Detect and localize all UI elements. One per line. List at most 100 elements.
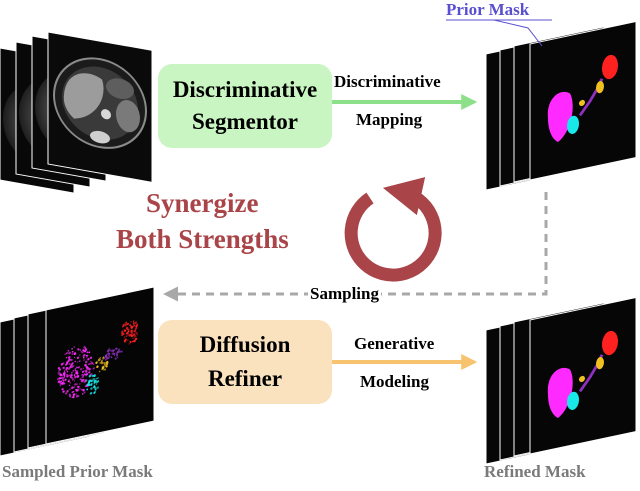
noise-dot (58, 380, 61, 383)
noise-dot (89, 356, 93, 359)
ct-front-slice (47, 31, 153, 183)
noise-dot (70, 358, 73, 362)
prior-mask-callout-line (493, 19, 543, 47)
noise-dot (77, 366, 79, 369)
noise-dot (125, 335, 128, 337)
noise-dot (97, 360, 99, 362)
noise-dot (67, 349, 70, 352)
noise-dot (82, 351, 84, 354)
noise-dot (72, 393, 76, 396)
noise-dot (73, 356, 76, 359)
noise-dot (104, 362, 108, 366)
refined-mask-label: Refined Mask (484, 462, 586, 481)
prior-mask-front-slice (529, 20, 637, 181)
noise-dot (65, 356, 68, 359)
noise-dot (59, 384, 62, 387)
noise-dot (121, 334, 123, 337)
noise-dot (115, 347, 118, 350)
ct-scan-stack (0, 31, 153, 194)
noise-dot (92, 377, 96, 381)
noise-dot (99, 362, 102, 364)
discriminative-mapping-line2: Mapping (356, 110, 423, 129)
noise-dot (123, 336, 126, 339)
noise-dot (85, 369, 88, 372)
noise-dot (79, 383, 81, 385)
noise-dot (88, 375, 91, 378)
noise-dot (82, 374, 85, 377)
noise-dot (61, 387, 64, 391)
sampled-prior-mask-label: Sampled Prior Mask (2, 462, 153, 481)
noise-dot (62, 366, 66, 370)
noise-dot (98, 358, 101, 362)
noise-dot (85, 354, 88, 357)
noise-dot (73, 373, 76, 376)
noise-dot (98, 370, 101, 373)
noise-dot (132, 333, 136, 336)
cycle-icon (344, 177, 442, 282)
noise-dot (103, 357, 106, 360)
noise-dot (106, 360, 109, 363)
noise-dot (123, 329, 127, 332)
noise-dot (63, 382, 66, 385)
noise-dot (132, 322, 135, 325)
noise-dot (63, 370, 66, 372)
diffusion-refiner-line2: Refiner (207, 366, 283, 391)
noise-dot (64, 392, 68, 395)
noise-dot (127, 333, 131, 337)
noise-dot (63, 374, 66, 377)
noise-dot (81, 375, 85, 379)
noise-dot (86, 366, 90, 370)
noise-dot (77, 374, 79, 377)
noise-dot (109, 356, 111, 358)
noise-dot (77, 385, 79, 388)
noise-dot (127, 330, 130, 333)
noise-dot (92, 367, 95, 370)
noise-dot (65, 364, 67, 366)
noise-dot (70, 365, 72, 367)
noise-dot (95, 383, 98, 385)
noise-dot (74, 383, 77, 386)
noise-dot (121, 332, 123, 335)
noise-dot (71, 378, 75, 381)
noise-dot (82, 356, 85, 359)
noise-dot (76, 356, 80, 359)
noise-dot (93, 380, 95, 383)
noise-dot (71, 374, 73, 377)
noise-dot (76, 361, 79, 363)
noise-dot (100, 361, 103, 363)
noise-dot (77, 395, 80, 398)
noise-dot (62, 390, 65, 393)
noise-dot (111, 349, 114, 352)
noise-dot (79, 387, 81, 390)
noise-dot (128, 343, 131, 345)
noise-dot (84, 348, 88, 351)
noise-dot (67, 356, 71, 359)
noise-dot (79, 354, 81, 356)
noise-dot (130, 320, 132, 323)
noise-dot (74, 376, 77, 379)
generative-modeling-line1: Generative (354, 334, 435, 353)
noise-dot (84, 363, 87, 367)
noise-dot (71, 391, 74, 394)
noise-dot (99, 356, 101, 359)
noise-dot (121, 330, 124, 333)
noise-dot (97, 380, 100, 383)
noise-dot (82, 367, 85, 370)
noise-dot (61, 378, 65, 382)
noise-dot (88, 351, 91, 354)
noise-dot (73, 386, 76, 389)
noise-dot (104, 368, 107, 371)
noise-dot (65, 366, 69, 370)
noise-dot (101, 365, 105, 369)
noise-dot (134, 327, 138, 330)
noise-dot (86, 351, 89, 354)
noise-dot (126, 331, 129, 335)
noise-dot (60, 376, 63, 379)
noise-dot (130, 325, 132, 327)
synergize-line1: Synergize (146, 188, 259, 218)
noise-dot (68, 384, 71, 386)
noise-dot (71, 353, 73, 355)
noise-dot (96, 365, 99, 369)
noise-dot (81, 392, 84, 395)
noise-dot (108, 352, 111, 356)
